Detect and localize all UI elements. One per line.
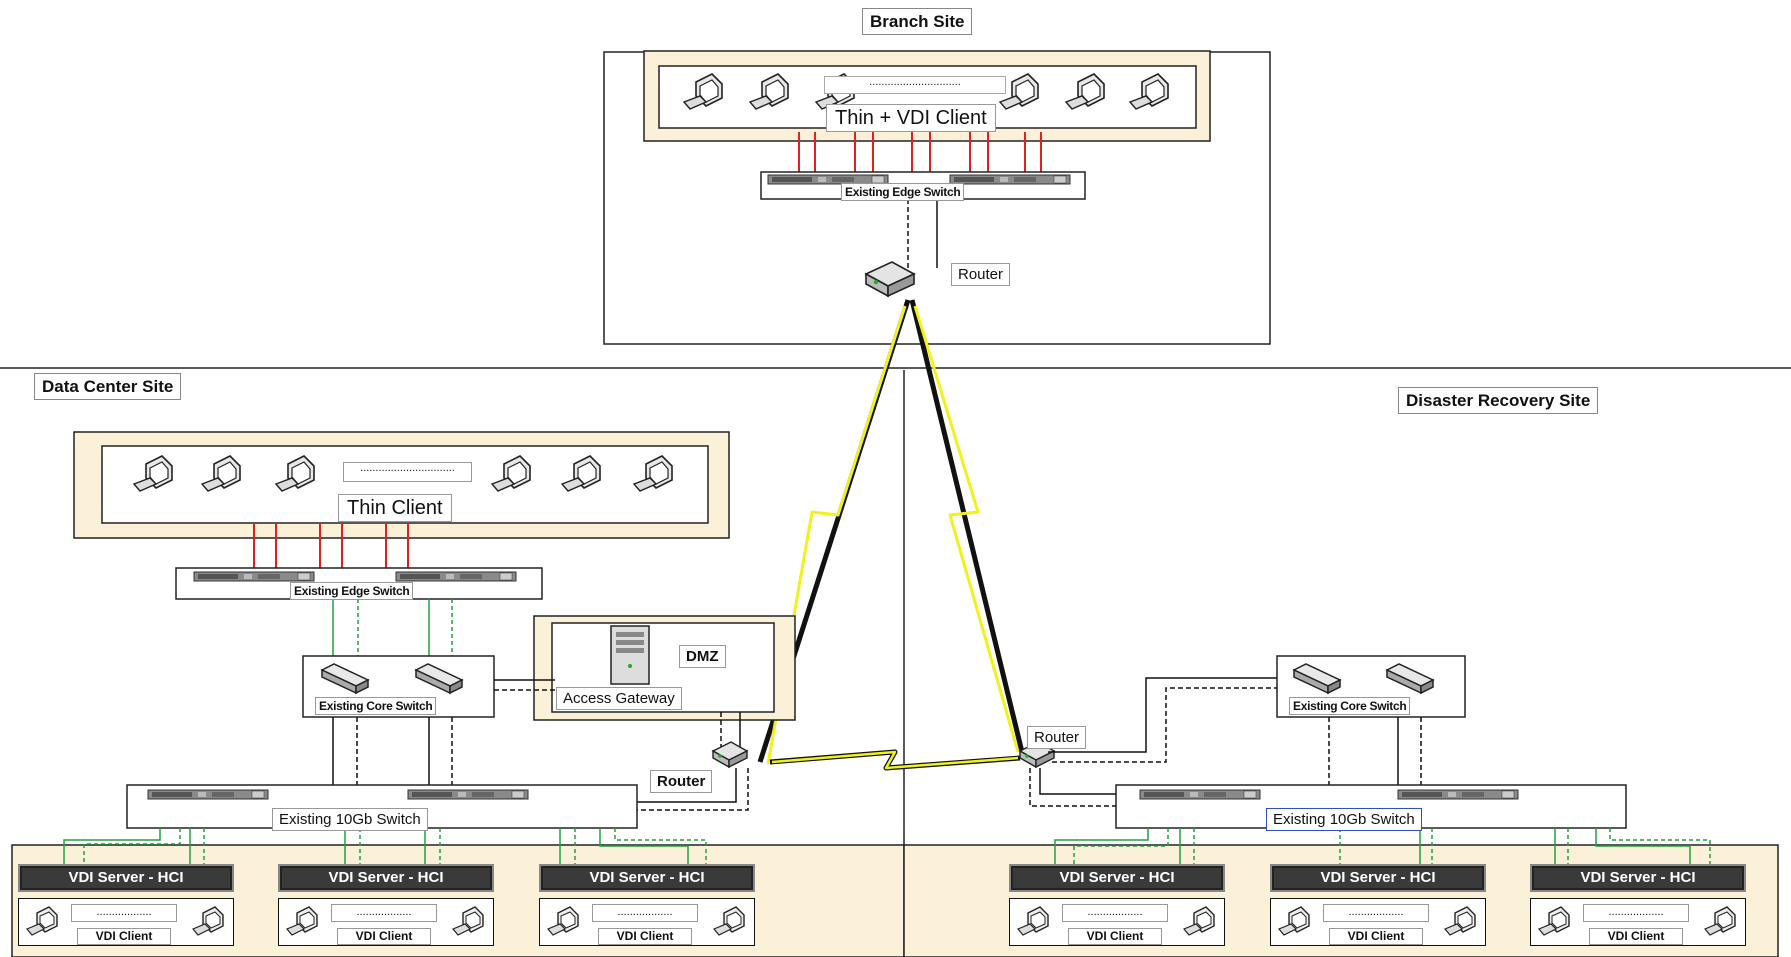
- dr-vdi-server-3: VDI Server - HCI: [1530, 864, 1746, 892]
- dr-vdi-client-box-3: .................. VDI Client: [1530, 898, 1746, 946]
- datacenter-site-label: Data Center Site: [34, 373, 182, 400]
- dc-router-label: Router: [650, 770, 713, 793]
- switch-icon: [193, 571, 315, 582]
- vdi-client-label: VDI Client: [337, 928, 431, 945]
- vdi-client-pc-icon: [1704, 906, 1736, 936]
- vdi-client-dots: ..................: [592, 904, 698, 922]
- wan-links: [757, 299, 1025, 771]
- switch-icon: [949, 174, 1071, 185]
- branch-site-label: Branch Site: [862, 8, 973, 35]
- vdi-client-dots: ..................: [1583, 904, 1689, 922]
- vdi-client-dots: ..................: [1062, 904, 1168, 922]
- dc-vdi-server-1: VDI Server - HCI: [18, 864, 234, 892]
- dr-vdi-client-box-2: .................. VDI Client: [1270, 898, 1486, 946]
- dc-vdi-server-3: VDI Server - HCI: [539, 864, 755, 892]
- vdi-client-pc-icon: [547, 906, 579, 936]
- dc-vdi-client-box-3: .................. VDI Client: [539, 898, 755, 946]
- dc-edge-switch-label: Existing Edge Switch: [290, 582, 414, 600]
- vdi-client-dots: ..................: [71, 904, 177, 922]
- vdi-client-pc-icon: [192, 906, 224, 936]
- dc-10gb-switch-label: Existing 10Gb Switch: [272, 808, 428, 831]
- dc-client-links: [253, 523, 409, 568]
- dc-clients-label: Thin Client: [338, 494, 452, 522]
- branch-client-links: [798, 132, 1042, 172]
- dr-10gb-switch-label: Existing 10Gb Switch: [1266, 808, 1422, 831]
- vdi-client-label: VDI Client: [1329, 928, 1423, 945]
- dc-10gb-server-links: [63, 828, 707, 866]
- vdi-client-pc-icon: [1444, 906, 1476, 936]
- switch-icon: [395, 571, 517, 582]
- dc-core-switch-label: Existing Core Switch: [315, 697, 437, 715]
- server-tower-icon: [610, 625, 650, 685]
- vdi-client-label: VDI Client: [1589, 928, 1683, 945]
- switch-icon: [407, 789, 529, 800]
- vdi-client-pc-icon: [1183, 906, 1215, 936]
- branch-clients-label: Thin + VDI Client: [826, 104, 996, 132]
- dr-site-label: Disaster Recovery Site: [1398, 387, 1599, 414]
- vdi-client-pc-icon: [713, 906, 745, 936]
- dc-edge-core-links: [332, 599, 453, 656]
- vdi-client-pc-icon: [286, 906, 318, 936]
- vdi-client-pc-icon: [452, 906, 484, 936]
- access-gateway-label: Access Gateway: [556, 687, 682, 710]
- switch-icon: [147, 789, 269, 800]
- vdi-client-dots: ..................: [1323, 904, 1429, 922]
- dr-vdi-client-box-1: .................. VDI Client: [1009, 898, 1225, 946]
- dr-core-switch-label: Existing Core Switch: [1289, 697, 1411, 715]
- router-icon: [712, 741, 748, 768]
- vdi-client-pc-icon: [1017, 906, 1049, 936]
- dr-vdi-server-2: VDI Server - HCI: [1270, 864, 1486, 892]
- dc-vdi-client-box-2: .................. VDI Client: [278, 898, 494, 946]
- dc-client-dots: ...............................: [343, 462, 472, 482]
- vdi-client-label: VDI Client: [598, 928, 692, 945]
- dr-10gb-server-links: [1054, 828, 1711, 866]
- vdi-client-label: VDI Client: [1068, 928, 1162, 945]
- dr-router-label: Router: [1027, 726, 1087, 749]
- vdi-client-pc-icon: [26, 906, 58, 936]
- vdi-client-pc-icon: [1538, 906, 1570, 936]
- vdi-client-label: VDI Client: [77, 928, 171, 945]
- branch-router-label: Router: [951, 263, 1011, 286]
- switch-icon: [1397, 789, 1519, 800]
- dc-vdi-client-box-1: .................. VDI Client: [18, 898, 234, 946]
- dc-vdi-server-2: VDI Server - HCI: [278, 864, 494, 892]
- dmz-label: DMZ: [679, 645, 726, 668]
- vdi-client-dots: ..................: [331, 904, 437, 922]
- dr-vdi-server-1: VDI Server - HCI: [1009, 864, 1225, 892]
- vdi-client-pc-icon: [1278, 906, 1310, 936]
- branch-switch-label: Existing Edge Switch: [841, 183, 965, 201]
- branch-client-dots: ..............................: [824, 76, 1006, 94]
- switch-icon: [1139, 789, 1261, 800]
